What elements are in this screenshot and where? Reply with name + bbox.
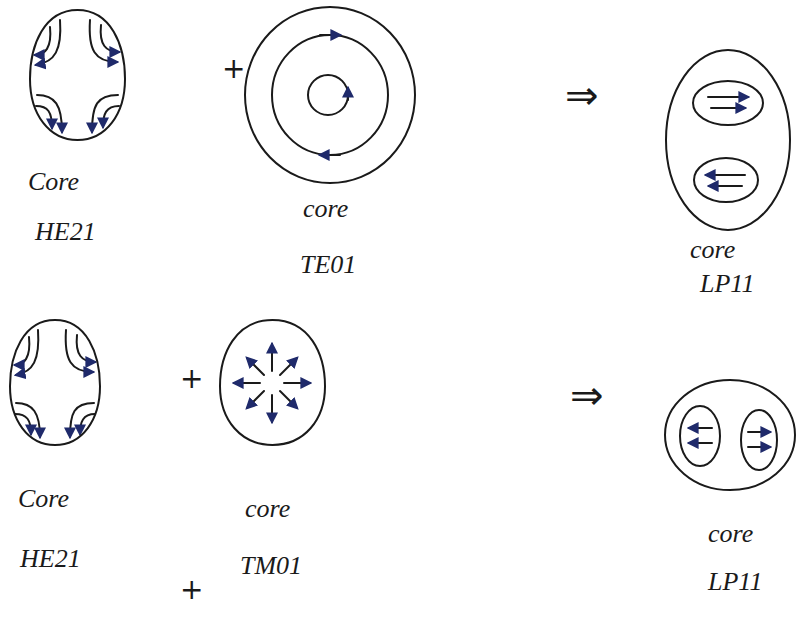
tm01-radial-arrows <box>234 344 310 422</box>
core-outline <box>10 320 100 445</box>
fiber-core: CoreHE21 <box>10 320 100 445</box>
mode-name: TM01 <box>240 552 302 581</box>
he21-field-lines <box>35 20 119 132</box>
core-label: core <box>708 520 753 549</box>
fiber-core: coreLP11 <box>666 50 790 230</box>
operator-symbol: ⇒ <box>565 75 599 115</box>
mode-name: HE21 <box>35 218 96 247</box>
fiber-core: coreTE01 <box>245 7 415 183</box>
core-label: core <box>245 495 290 524</box>
core-outline <box>665 380 795 490</box>
mode-name: LP11 <box>700 270 754 299</box>
mode-name: TE01 <box>300 251 356 280</box>
operator-symbol: + <box>180 365 203 393</box>
operator-symbol: ⇒ <box>570 375 604 415</box>
core-label: Core <box>28 168 79 197</box>
lp11-lobes <box>680 406 777 470</box>
operator-symbol: + <box>222 55 245 83</box>
operator-symbol: + <box>180 576 203 604</box>
core-label: core <box>690 236 735 265</box>
fiber-core: CoreHE21 <box>30 10 125 140</box>
mode-name: LP11 <box>708 568 762 597</box>
fiber-core: coreLP11 <box>665 380 795 490</box>
he21-field-lines <box>15 330 95 437</box>
fiber-core: coreTM01 <box>220 320 325 445</box>
core-outline <box>245 7 415 183</box>
lp11-lobes <box>693 81 763 202</box>
core-outline <box>30 10 125 140</box>
core-outline <box>220 320 325 445</box>
core-label: Core <box>18 485 69 514</box>
core-outline <box>666 50 790 230</box>
mode-name: HE21 <box>20 545 81 574</box>
core-label: core <box>303 195 348 224</box>
te01-field-rings <box>272 35 388 155</box>
